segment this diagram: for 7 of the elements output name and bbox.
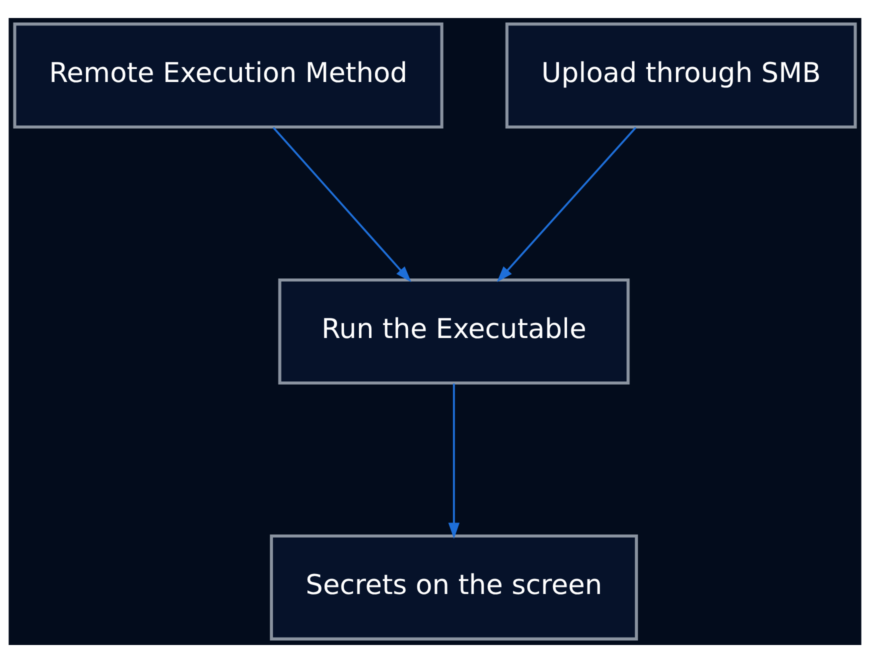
arrow: [448, 383, 460, 538]
arrow: [496, 126, 636, 282]
node-box: Remote Execution Method: [13, 22, 444, 128]
node-box: Run the Executable: [278, 278, 630, 384]
node-box: Secrets on the screen: [270, 534, 638, 640]
arrow: [272, 126, 412, 282]
node-box: Upload through SMB: [505, 22, 857, 128]
